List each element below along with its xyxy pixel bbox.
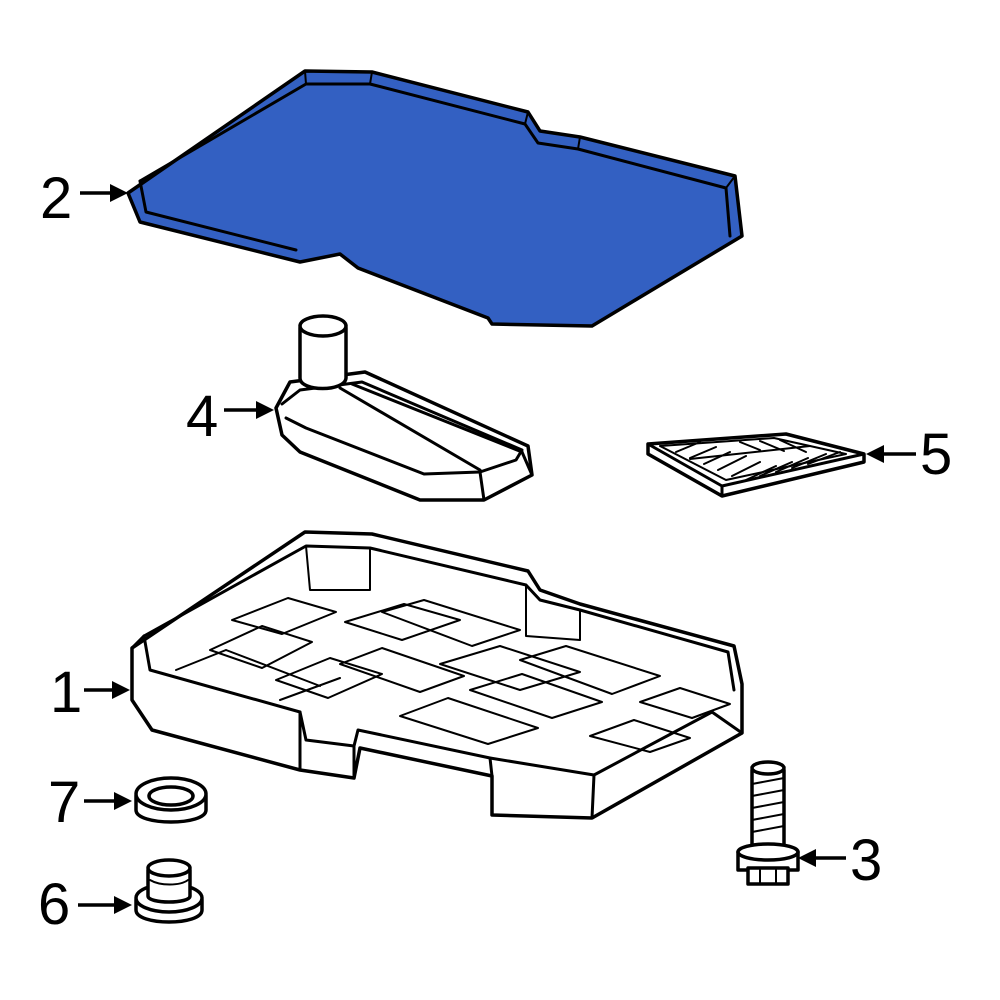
callout-4: 4 (186, 384, 274, 449)
seal-ring[interactable] (134, 776, 208, 824)
filter[interactable] (274, 314, 534, 502)
callout-6: 6 (38, 872, 132, 937)
arrow-icon (114, 792, 132, 810)
arrow-icon (110, 184, 128, 202)
arrow-icon (114, 896, 132, 914)
callout-label-6: 6 (38, 872, 70, 937)
callout-3: 3 (798, 828, 882, 893)
pan-gasket[interactable] (126, 69, 744, 328)
callout-label-7: 7 (48, 770, 80, 835)
callout-1: 1 (50, 660, 130, 725)
oil-pan[interactable] (130, 530, 744, 820)
arrow-icon (256, 401, 274, 419)
callout-label-1: 1 (50, 660, 82, 725)
arrow-icon (112, 681, 130, 699)
callout-5: 5 (866, 422, 952, 487)
callout-label-5: 5 (920, 422, 952, 487)
callout-2: 2 (40, 166, 128, 231)
callout-label-4: 4 (186, 384, 218, 449)
screen[interactable] (646, 432, 866, 498)
bolt[interactable] (736, 760, 800, 886)
callout-7: 7 (48, 770, 132, 835)
callout-label-2: 2 (40, 166, 72, 231)
arrow-icon (866, 445, 884, 463)
arrow-icon (798, 849, 816, 867)
callout-label-3: 3 (850, 828, 882, 893)
drain-plug[interactable] (134, 858, 204, 924)
